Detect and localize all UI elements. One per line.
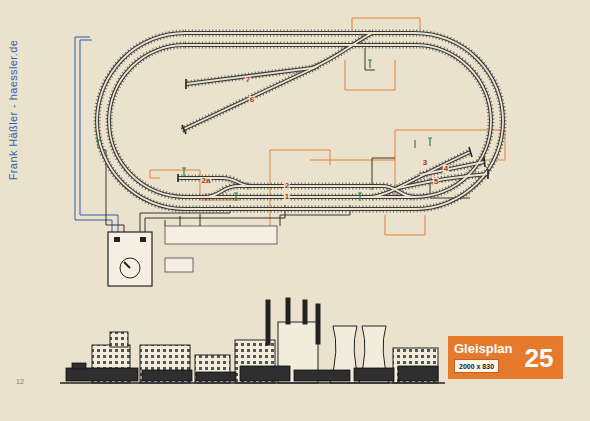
- control-unit: [108, 232, 152, 286]
- buffer-stop: [178, 79, 488, 182]
- track-number: 2: [284, 182, 290, 190]
- industrial-skyline: [60, 382, 445, 383]
- industrial-skyline: [393, 348, 438, 383]
- train: [398, 366, 438, 381]
- track: [420, 162, 484, 175]
- control-unit: [120, 258, 140, 278]
- control-unit: [140, 237, 146, 242]
- track: [109, 45, 491, 197]
- train: [354, 368, 394, 381]
- track: [97, 33, 503, 209]
- industrial-skyline: [266, 300, 270, 345]
- plan-number: 25: [525, 345, 554, 371]
- title-panel: Gleisplan 25 2000 x 830: [448, 336, 563, 379]
- signal-symbol: [96, 60, 432, 201]
- track: [398, 174, 488, 188]
- train: [142, 370, 192, 381]
- control-unit: [114, 237, 120, 242]
- size-box: 2000 x 830: [454, 359, 499, 373]
- dimension-text: 2000 x 830: [459, 363, 494, 370]
- track: [186, 33, 372, 84]
- train: [196, 372, 236, 381]
- track: [178, 178, 250, 186]
- buffer-stop: [178, 79, 488, 182]
- track: [178, 178, 250, 186]
- track: [97, 33, 503, 209]
- wiring-orange: [150, 170, 160, 178]
- terminal-strip: [165, 258, 193, 272]
- wiring-black: [165, 214, 200, 226]
- industrial-skyline: [286, 298, 290, 324]
- track: [182, 66, 318, 130]
- train: [240, 366, 290, 381]
- page-number: 12: [16, 378, 24, 385]
- track: [97, 33, 503, 209]
- title-text: Gleisplan: [454, 342, 513, 355]
- wiring-orange: [385, 215, 425, 235]
- track: [186, 33, 372, 84]
- train: [66, 363, 438, 381]
- train: [294, 370, 350, 381]
- signal-symbol: [96, 60, 432, 201]
- track-number: 7: [245, 76, 251, 84]
- track: [182, 66, 318, 130]
- industrial-skyline: [303, 300, 307, 324]
- track-number: 1: [284, 193, 290, 201]
- wiring-orange: [270, 150, 330, 228]
- industrial-skyline: [60, 298, 445, 383]
- track: [97, 33, 503, 209]
- train: [66, 368, 138, 381]
- track-number: 4: [443, 165, 449, 173]
- control-unit: [108, 232, 152, 286]
- track: [182, 66, 318, 130]
- control-unit: [124, 262, 130, 268]
- industrial-skyline: [110, 332, 128, 347]
- train: [72, 363, 86, 369]
- track-number: 5: [433, 178, 439, 186]
- watermark: Frank Häßler - haessler.de: [8, 40, 19, 181]
- track: [178, 178, 250, 186]
- track-number: 6: [249, 96, 255, 104]
- industrial-skyline: [316, 304, 320, 344]
- track-number: 3: [422, 159, 428, 167]
- terminal-strip: [165, 226, 277, 244]
- track: [186, 33, 372, 84]
- wiring-orange: [352, 18, 420, 30]
- track-number: 2a: [201, 177, 212, 185]
- terminal-strip: [165, 226, 277, 272]
